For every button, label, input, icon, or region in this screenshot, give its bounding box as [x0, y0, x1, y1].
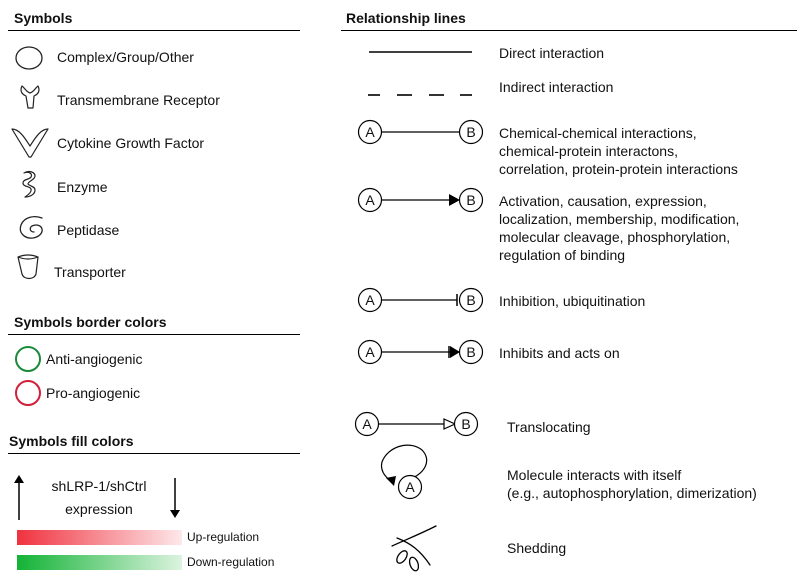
enzyme-icon [22, 170, 36, 198]
node-b-chemical: B [466, 124, 476, 140]
arrow-down-icon [170, 478, 180, 518]
border-label-anti: Anti-angiogenic [46, 351, 143, 367]
node-b-inhibition: B [466, 292, 476, 308]
expression-label-line2: expression [65, 501, 133, 517]
arrow-up-icon [14, 475, 24, 520]
self-interaction-graphic [380, 444, 428, 500]
rel-shedding-line: Shedding [507, 540, 567, 556]
activation-graphic [357, 187, 484, 213]
rel-self-line-2: (e.g., autophosphorylation, dimerization… [507, 485, 757, 501]
inhibits-and-acts-on-graphic [357, 339, 484, 365]
rel-activation-line-2: localization, membership, modification, [499, 211, 740, 227]
node-b-inhibits-acts: B [466, 344, 476, 360]
symbol-label-peptidase: Peptidase [57, 222, 120, 238]
rel-direct-line: Direct interaction [499, 45, 605, 61]
fill-colors-underline [8, 453, 300, 454]
rel-direct-text: Direct interaction [499, 44, 604, 62]
rel-activation-line-1: Activation, causation, expression, [499, 193, 707, 209]
node-b-translocating: B [461, 416, 471, 432]
rel-chemical-line-3: correlation, protein-protein interaction… [499, 161, 738, 177]
relationships-title: Relationship lines [346, 10, 466, 26]
rel-self-line-1: Molecule interacts with itself [507, 467, 682, 483]
symbol-label-complex: Complex/Group/Other [57, 49, 194, 65]
relationships-title-underline [341, 30, 797, 31]
expression-label-line1: shLRP-1/shCtrl [51, 478, 147, 494]
symbol-label-transporter: Transporter [54, 264, 126, 280]
rel-chemical-line-1: Chemical-chemical interactions, [499, 125, 697, 141]
rel-inhibits-acts-text: Inhibits and acts on [499, 344, 620, 362]
peptidase-icon [19, 216, 43, 239]
rel-activation-line-3: molecular cleavage, phosphorylation, [499, 229, 731, 245]
rel-activation-line-4: regulation of binding [499, 247, 626, 263]
anti-angiogenic-circle-icon [15, 346, 41, 372]
pro-angiogenic-circle-icon [15, 380, 41, 406]
rel-indirect-text: Indirect interaction [499, 78, 613, 96]
symbol-label-cytokine: Cytokine Growth Factor [57, 135, 205, 151]
cytokine-icon [11, 128, 49, 158]
transporter-icon [17, 254, 39, 280]
inhibition-graphic [357, 287, 484, 313]
rel-chemical-text: Chemical-chemical interactions, chemical… [499, 124, 738, 178]
node-a-inhibition: A [365, 292, 375, 308]
node-a-self: A [405, 479, 415, 495]
fill-colors-title: Symbols fill colors [9, 433, 134, 449]
ellipse-icon [15, 46, 43, 70]
symbols-title: Symbols [14, 10, 73, 26]
node-a-chemical: A [365, 124, 375, 140]
border-colors-underline [8, 334, 300, 335]
down-regulation-gradient-bar [17, 555, 182, 570]
rel-chemical-line-2: chemical-protein interactons, [499, 143, 678, 159]
rel-activation-text: Activation, causation, expression, local… [499, 192, 739, 264]
border-colors-title: Symbols border colors [14, 314, 167, 330]
receptor-icon [20, 85, 40, 109]
node-b-activation: B [466, 192, 476, 208]
translocating-graphic [354, 411, 479, 437]
node-a-inhibits-acts: A [365, 344, 375, 360]
rel-inhibits-acts-line: Inhibits and acts on [499, 345, 620, 361]
symbol-label-receptor: Transmembrane Receptor [57, 92, 220, 108]
rel-shedding-text: Shedding [507, 539, 566, 557]
rel-inhibition-text: Inhibition, ubiquitination [499, 292, 645, 310]
border-label-pro: Pro-angiogenic [46, 385, 141, 401]
down-regulation-label: Down-regulation [187, 555, 275, 569]
symbols-title-underline [8, 30, 300, 31]
node-a-translocating: A [362, 416, 372, 432]
node-a-activation: A [365, 192, 375, 208]
symbol-label-enzyme: Enzyme [57, 179, 108, 195]
rel-indirect-line: Indirect interaction [499, 79, 614, 95]
rel-translocating-text: Translocating [507, 418, 591, 436]
rel-self-text: Molecule interacts with itself (e.g., au… [507, 466, 757, 502]
chemical-interaction-graphic [357, 119, 484, 145]
scissors-icon [391, 525, 437, 572]
rel-translocating-line: Translocating [507, 419, 591, 435]
rel-inhibition-line: Inhibition, ubiquitination [499, 293, 646, 309]
up-regulation-gradient-bar [17, 530, 182, 545]
up-regulation-label: Up-regulation [187, 530, 260, 544]
